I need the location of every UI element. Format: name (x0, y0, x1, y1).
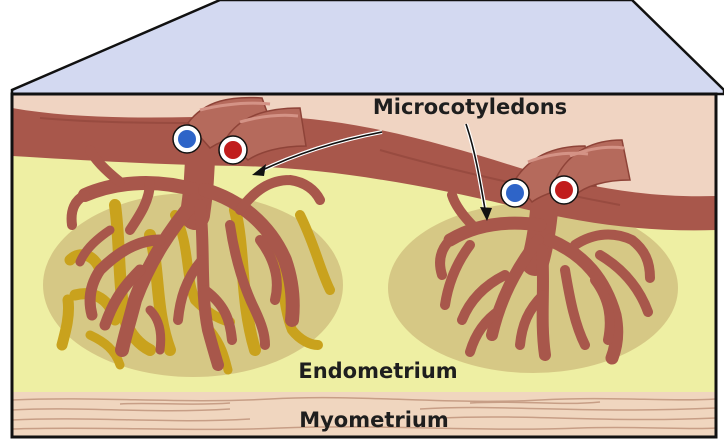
zoom-wedge (12, 0, 724, 94)
myometrium-label: Myometrium (299, 408, 449, 432)
endometrium-label: Endometrium (298, 359, 457, 383)
microcotyledons-label: Microcotyledons (373, 95, 567, 119)
